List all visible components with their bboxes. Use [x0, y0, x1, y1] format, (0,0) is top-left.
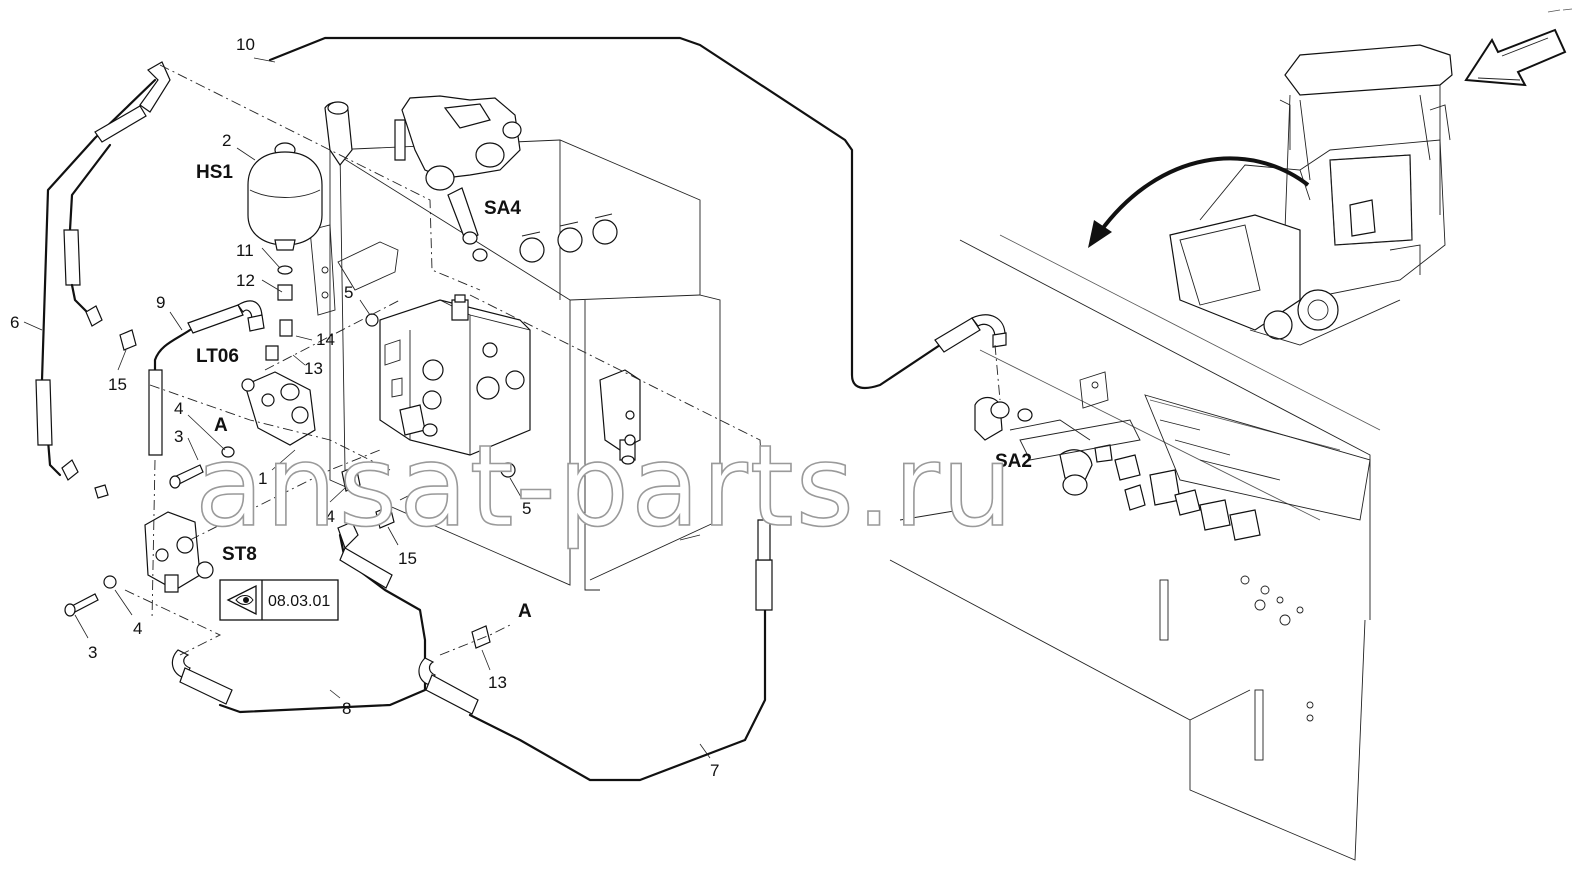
reference-box[interactable]: 08.03.01	[219, 579, 339, 621]
reference-code: 08.03.01	[268, 593, 330, 610]
code-sa4: SA4	[484, 198, 521, 219]
central-frame	[309, 139, 721, 591]
st8-valve-block	[64, 484, 214, 617]
code-sa2: SA2	[995, 451, 1032, 472]
code-hs1: HS1	[196, 162, 233, 183]
callout-3-bottom: 3	[88, 643, 97, 662]
fittings	[119, 313, 516, 649]
callout-7: 7	[710, 761, 719, 780]
hoses	[35, 36, 1007, 782]
callout-15-bottom: 15	[398, 549, 417, 568]
callout-13-top: 13	[304, 359, 323, 378]
eye-icon	[226, 584, 257, 616]
centerlines	[124, 64, 1001, 656]
code-st8: ST8	[222, 544, 257, 565]
component-codes: HS1 SA4 LT06 A ST8 A SA2	[196, 162, 1032, 622]
hs1-accumulator	[247, 142, 323, 361]
callout-5-bottom: 5	[522, 499, 531, 518]
watermark: ansat-parts.ru	[195, 422, 1015, 552]
callout-11: 11	[236, 241, 254, 260]
callout-10: 10	[236, 35, 255, 54]
callout-4-top: 4	[174, 399, 183, 418]
callout-8: 8	[342, 699, 351, 718]
lt06-valve-block	[169, 371, 316, 489]
callout-14-bottom: 14	[316, 507, 335, 526]
code-a-bottom: A	[518, 601, 532, 622]
callout-14-top: 14	[316, 330, 335, 349]
callout-1: 1	[258, 469, 267, 488]
right-valve-body	[599, 369, 641, 465]
paver-overview-illustration	[1088, 8, 1573, 346]
valve-manifold-block	[379, 294, 531, 456]
callout-13-bottom: 13	[488, 673, 507, 692]
sa4-valve-assembly	[324, 95, 618, 263]
callout-9: 9	[156, 293, 165, 312]
callout-12: 12	[236, 271, 255, 290]
callout-3-top: 3	[174, 427, 183, 446]
leader-lines	[23, 57, 711, 759]
callout-6: 6	[10, 313, 19, 332]
callout-2: 2	[222, 131, 231, 150]
code-a-top: A	[214, 415, 228, 436]
right-machine-frame	[889, 234, 1381, 861]
callouts: 10 2 11 12 14 13 9 6 15 5 4 3 1 14 15 5 …	[10, 35, 719, 780]
callout-15-left: 15	[108, 375, 127, 394]
callout-5-top: 5	[344, 283, 353, 302]
callout-4-bottom: 4	[133, 619, 142, 638]
code-lt06: LT06	[196, 346, 239, 367]
